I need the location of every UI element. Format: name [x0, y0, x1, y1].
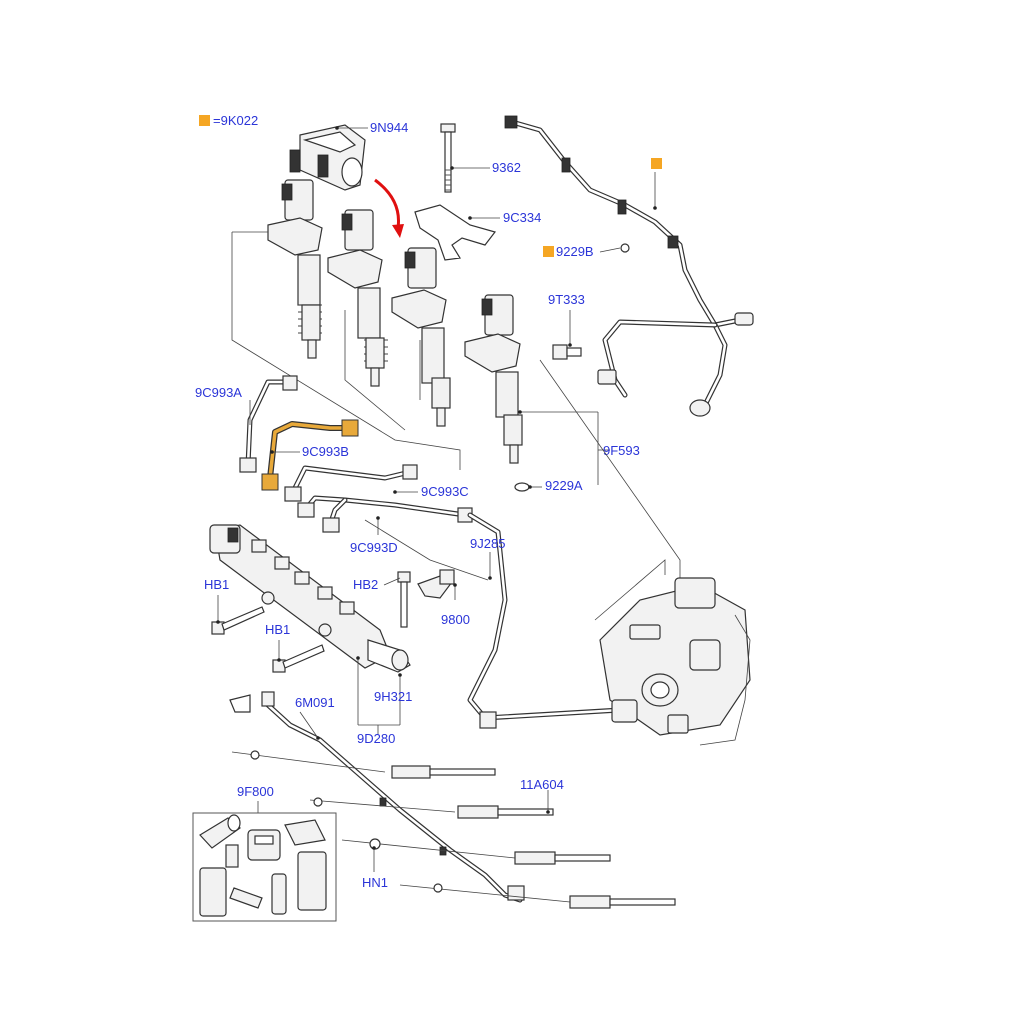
seal-kit-box: [192, 812, 337, 922]
legend-text: =9K022: [213, 113, 258, 128]
legend-marker-icon: [199, 115, 210, 126]
marker-9K022-washer: [543, 246, 554, 257]
pipe-fitting-bracket: [417, 569, 455, 599]
bracket-bolt: [397, 571, 411, 628]
label-9229B: 9229B: [556, 244, 594, 259]
label-6M091: 6M091: [295, 695, 335, 710]
injector-sealing-washer: [514, 482, 530, 492]
label-9C993C: 9C993C: [421, 484, 469, 499]
injector-pipe-9C993C: [284, 464, 418, 502]
glow-plug-harness: [229, 691, 525, 903]
injector-pipe-9C993D: [297, 495, 473, 533]
fuel-rail: [209, 524, 411, 673]
injector-clamp-bolt: [440, 123, 456, 193]
label-9229A: 9229A: [545, 478, 583, 493]
label-9C334: 9C334: [503, 210, 541, 225]
high-pressure-fuel-pump: [599, 577, 751, 746]
label-HB1-lower: HB1: [265, 622, 290, 637]
fuel-injector-3: [391, 247, 451, 427]
fuel-injector-2: [327, 209, 388, 387]
fuel-return-line: [504, 115, 754, 417]
glow-plug-4: [399, 883, 676, 909]
label-11A604: 11A604: [520, 777, 564, 792]
fuel-injector-1: [267, 179, 323, 359]
injector-pipe-9C993A: [239, 375, 298, 473]
label-9C993D: 9C993D: [350, 540, 398, 555]
assembly-direction-arrow-icon: [374, 178, 401, 229]
label-9F800: 9F800: [237, 784, 274, 799]
rail-bolt-1: [211, 606, 265, 635]
label-9D280: 9D280: [357, 731, 395, 746]
label-9C993B: 9C993B: [302, 444, 349, 459]
label-9N944: 9N944: [370, 120, 408, 135]
return-line-washer: [620, 243, 630, 253]
label-9F593: 9F593: [603, 443, 640, 458]
label-9362: 9362: [492, 160, 521, 175]
label-HB1-upper: HB1: [204, 577, 229, 592]
glow-plug-3: [341, 838, 611, 865]
label-HB2: HB2: [353, 577, 378, 592]
label-9T333: 9T333: [548, 292, 585, 307]
label-9C993A: 9C993A: [195, 385, 242, 400]
label-HN1: HN1: [362, 875, 388, 890]
glow-plug-2: [309, 797, 554, 819]
injector-pipe-9C993B-highlighted: [261, 419, 359, 491]
glow-plug-1: [231, 750, 496, 779]
fuel-temperature-sensor: [552, 344, 582, 360]
label-9H321: 9H321: [374, 689, 412, 704]
label-9800: 9800: [441, 612, 470, 627]
injector-harness-connector: [289, 124, 366, 191]
high-pressure-feed-pipe: [467, 512, 623, 729]
injector-clamp: [414, 204, 497, 261]
marker-9K022-return-line: [651, 158, 662, 169]
fuel-injector-4: [464, 294, 523, 464]
rail-bolt-2: [272, 644, 325, 673]
label-9J285: 9J285: [470, 536, 505, 551]
